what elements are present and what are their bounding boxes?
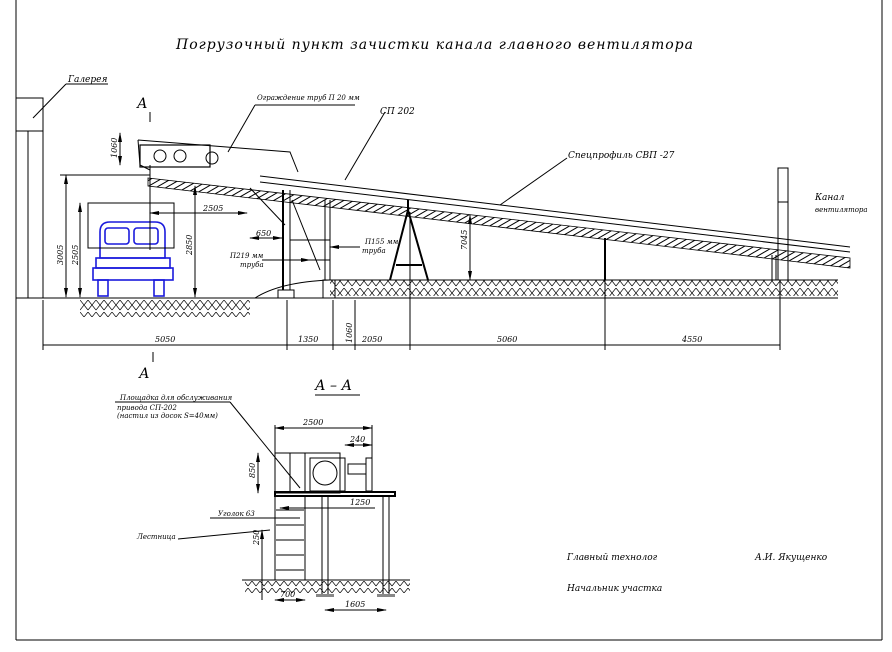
pipe-219-label: П219 мм bbox=[229, 252, 263, 260]
svg-text:1060: 1060 bbox=[345, 323, 354, 343]
conveyor-label: СП 202 bbox=[380, 107, 415, 117]
svg-text:2505: 2505 bbox=[71, 245, 80, 266]
svg-text:850: 850 bbox=[248, 463, 257, 478]
gallery-structure bbox=[15, 83, 108, 298]
platform-label: привода СП-202 bbox=[117, 404, 177, 412]
svg-text:5060: 5060 bbox=[497, 335, 517, 344]
chief-technologist-name: А.И. Якущенко bbox=[754, 553, 828, 563]
bottom-dimension-chain: 5050 1350 1060 2050 5060 4550 bbox=[42, 212, 781, 350]
section-mark-bottom: А bbox=[138, 366, 150, 382]
ground-hatching bbox=[330, 280, 838, 296]
ladder-label: Лестница bbox=[136, 533, 176, 541]
section-head-title: Начальник участка bbox=[566, 584, 662, 594]
svg-text:4550: 4550 bbox=[681, 335, 702, 344]
svg-text:2500: 2500 bbox=[302, 418, 323, 427]
svg-text:240: 240 bbox=[349, 435, 365, 444]
pipe-219-label: труба bbox=[240, 261, 264, 269]
channel-label: вентилятора bbox=[815, 206, 868, 214]
drawing-title: Погрузочный пункт зачистки канала главно… bbox=[175, 37, 694, 53]
svg-text:1060: 1060 bbox=[110, 138, 119, 158]
profile-label: Спецпрофиль СВП -27 bbox=[568, 151, 675, 161]
svg-text:5050: 5050 bbox=[155, 335, 175, 344]
guard-label: Ограждение труб П 20 мм bbox=[257, 94, 360, 102]
truck-icon bbox=[92, 221, 174, 297]
svg-text:2505: 2505 bbox=[202, 204, 223, 213]
svg-text:1350: 1350 bbox=[298, 335, 318, 344]
angle-label: Уголок 63 bbox=[218, 510, 255, 518]
channel-label: Канал bbox=[814, 193, 845, 203]
svg-text:3005: 3005 bbox=[56, 245, 65, 265]
svg-text:250: 250 bbox=[252, 530, 261, 546]
svg-text:1605: 1605 bbox=[345, 600, 365, 609]
svg-text:7045: 7045 bbox=[460, 230, 469, 250]
section-aa-drawing bbox=[242, 452, 410, 597]
svg-text:1250: 1250 bbox=[350, 498, 370, 507]
truck-clearance-frame bbox=[87, 202, 175, 249]
platform-label: (настил из досок S=40мм) bbox=[117, 412, 218, 420]
section-mark-top: А bbox=[136, 96, 148, 112]
vertical-dimensions: 1060 3005 2505 2850 7045 bbox=[56, 132, 472, 298]
platform-label: Площадка для обслуживания bbox=[119, 394, 232, 402]
ground-hatching bbox=[80, 299, 250, 317]
horizontal-dimensions: 2505 650 bbox=[149, 204, 283, 240]
section-title: А – А bbox=[314, 378, 352, 394]
svg-text:700: 700 bbox=[280, 590, 295, 599]
pipe-155-label: труба bbox=[362, 247, 386, 255]
chief-technologist-title: Главный технолог bbox=[566, 553, 658, 563]
gallery-label: Галерея bbox=[67, 75, 107, 85]
svg-text:2850: 2850 bbox=[185, 235, 194, 256]
section-aa-dimensions: 2500 240 850 1250 250 700 1605 bbox=[248, 418, 387, 612]
conveyor-sp202 bbox=[137, 139, 851, 299]
svg-text:650: 650 bbox=[256, 229, 271, 238]
svg-text:2050: 2050 bbox=[361, 335, 382, 344]
pipe-155-label: П155 мм bbox=[364, 238, 398, 246]
